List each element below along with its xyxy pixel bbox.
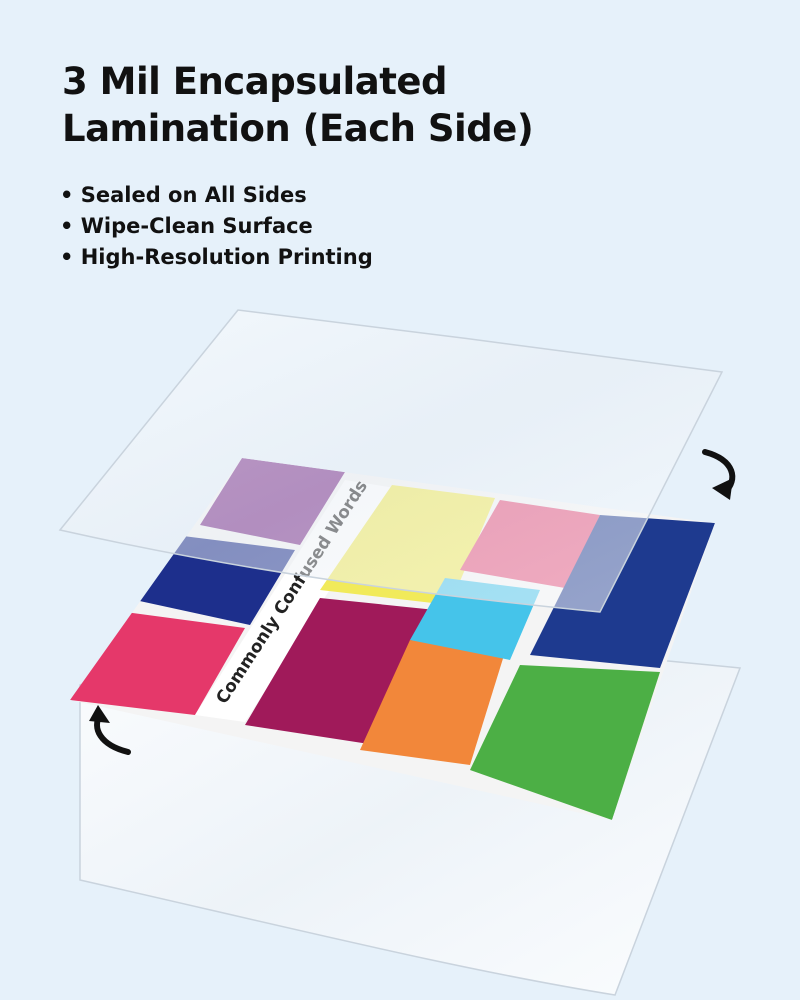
card-too-to-two	[470, 665, 660, 820]
feature-item: Sealed on All Sides	[60, 180, 373, 211]
card-affect-effect	[530, 515, 715, 668]
feature-list: Sealed on All Sides Wipe-Clean Surface H…	[60, 180, 373, 273]
curved-arrow-icon-top	[702, 449, 736, 500]
curved-arrow-icon-bottom	[89, 705, 131, 755]
feature-item: High-Resolution Printing	[60, 242, 373, 273]
top-laminate-film	[58, 309, 724, 613]
feature-item: Wipe-Clean Surface	[60, 211, 373, 242]
card-its-its	[360, 640, 505, 765]
headline-line-1: 3 Mil Encapsulated	[62, 60, 447, 103]
headline: 3 Mil Encapsulated Lamination (Each Side…	[62, 58, 742, 152]
headline-line-2: Lamination (Each Side)	[62, 107, 534, 150]
